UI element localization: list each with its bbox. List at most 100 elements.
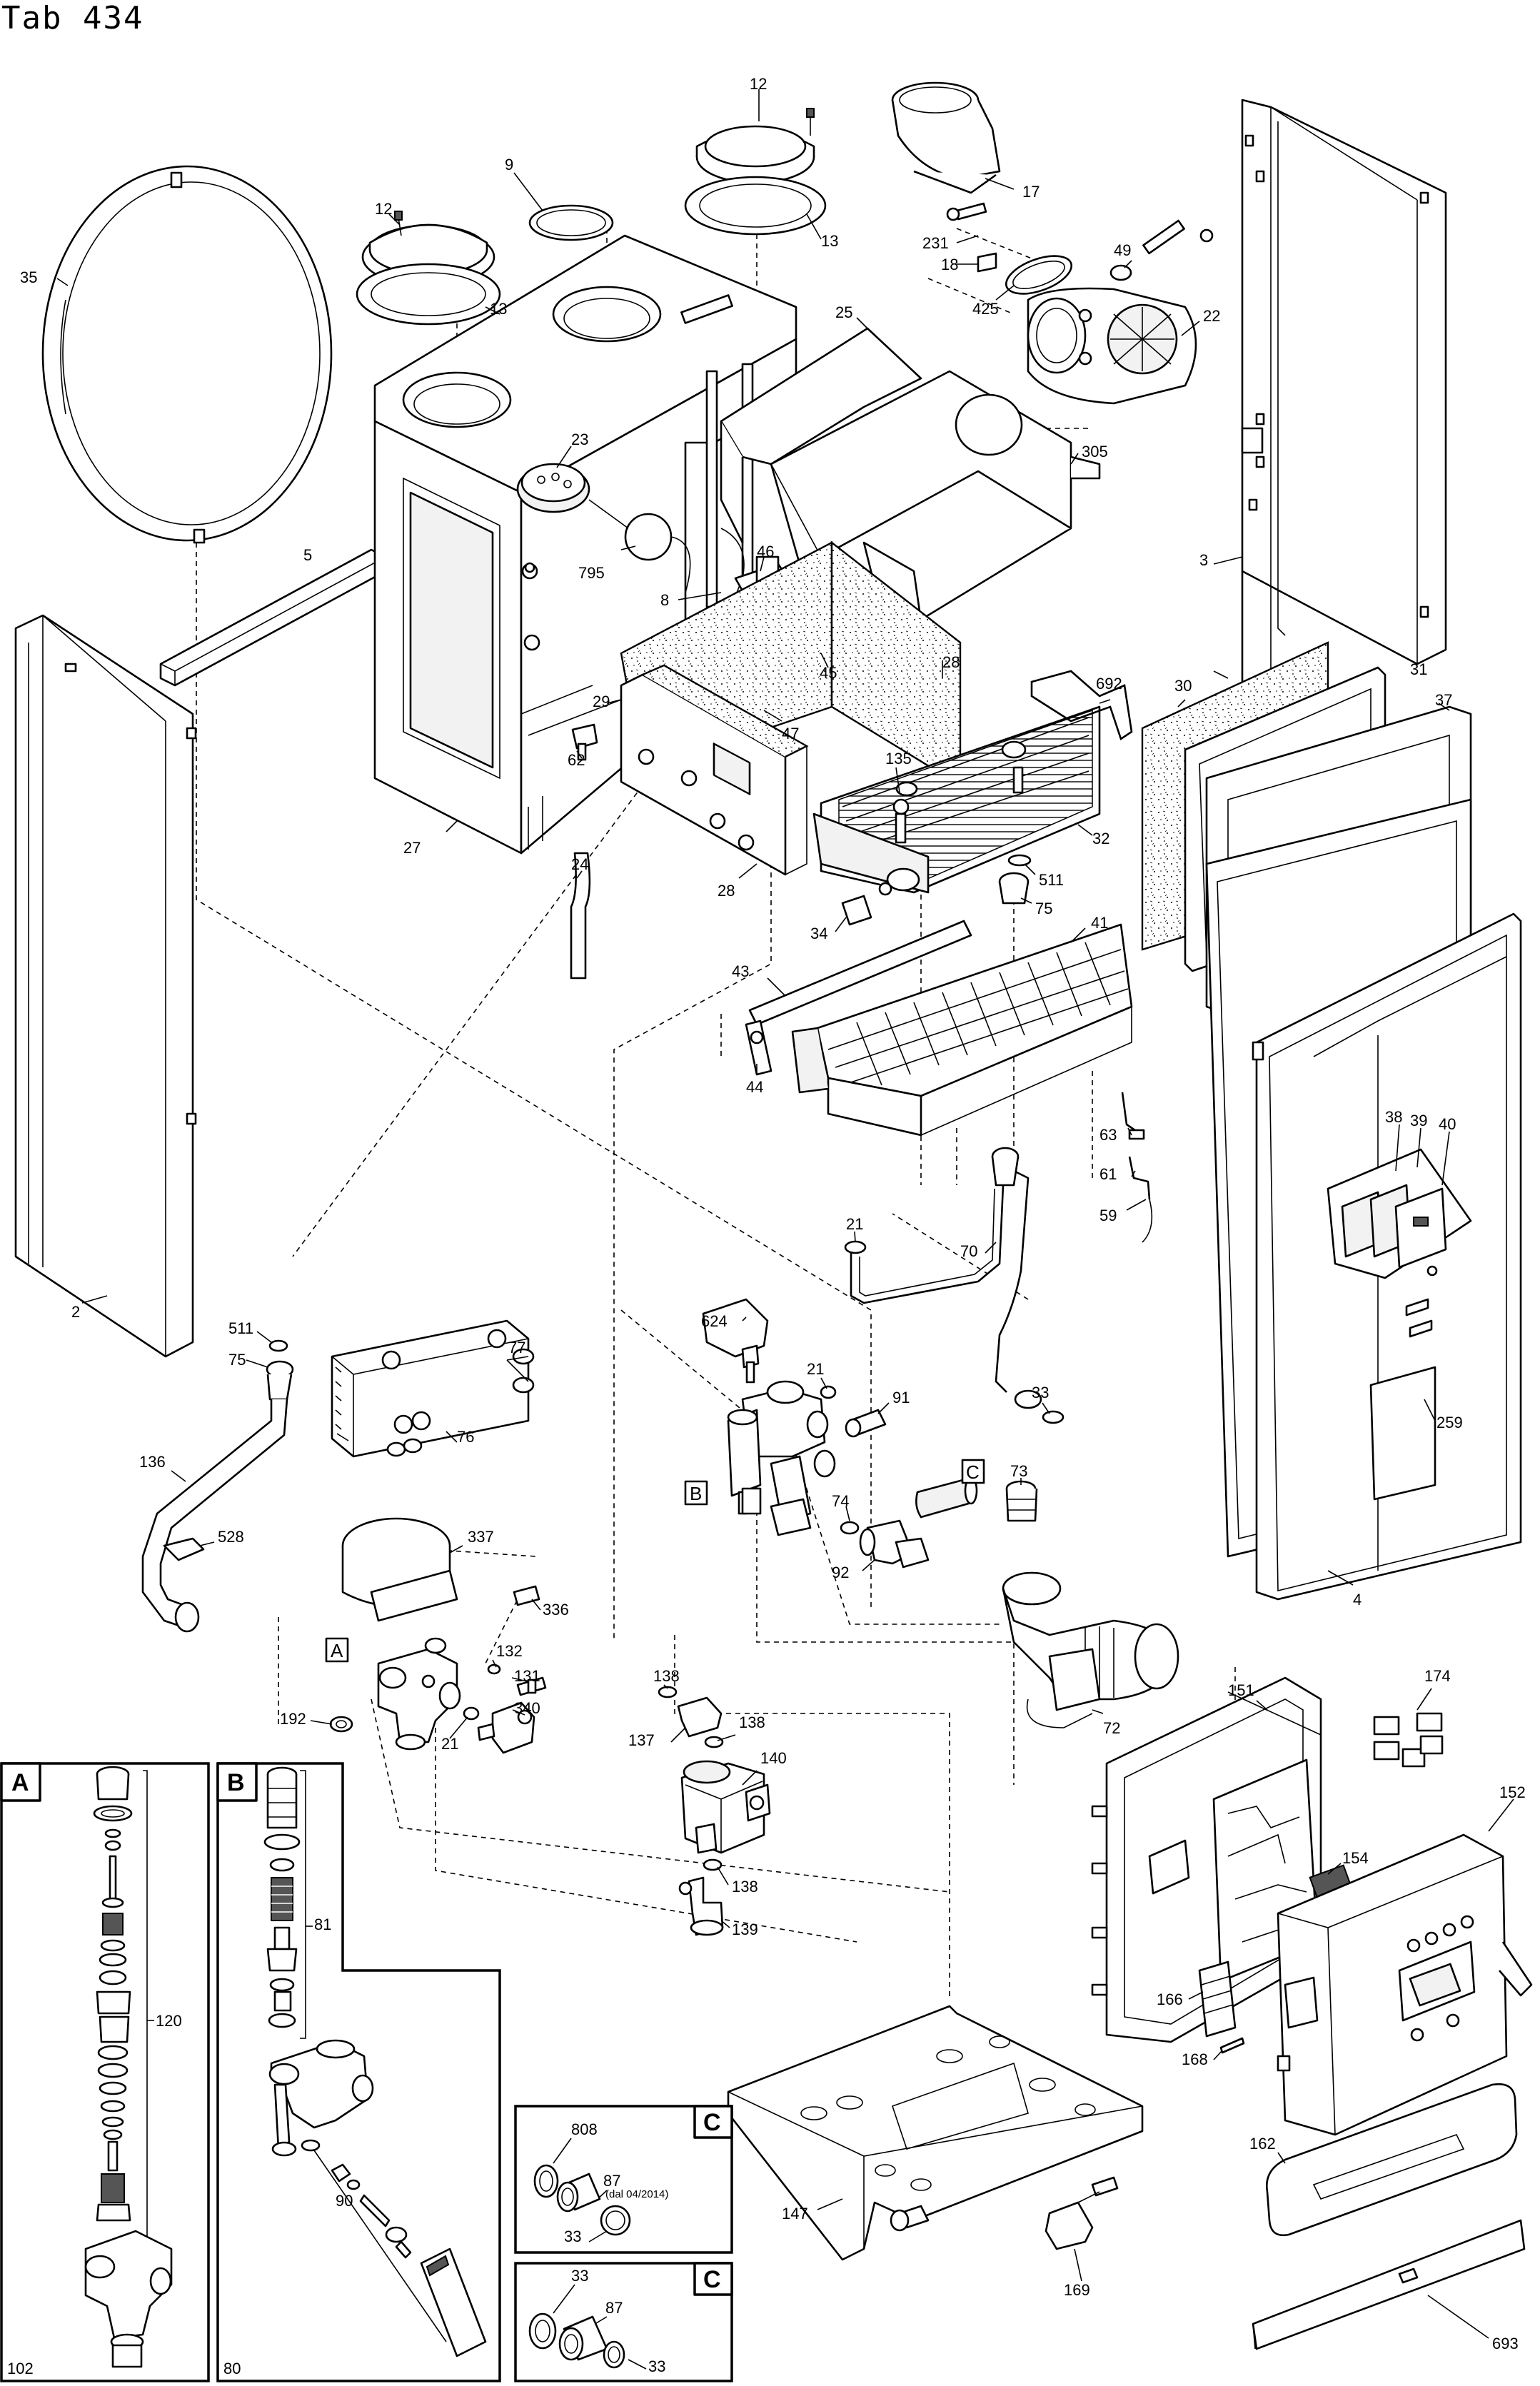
marker-b: B bbox=[690, 1483, 702, 1504]
callout-340: 340 bbox=[514, 1699, 540, 1717]
callout-9: 9 bbox=[505, 156, 513, 173]
gas-cock-139 bbox=[678, 1876, 724, 1936]
page-title: Tab 434 bbox=[1, 0, 144, 36]
main-heat-exchanger bbox=[812, 705, 1101, 894]
seal-ring-425 bbox=[1005, 255, 1073, 295]
inset-b-part-81: 81 bbox=[314, 1916, 331, 1933]
inset-a-part-120: 120 bbox=[156, 2012, 182, 2030]
inset-b-letter: B bbox=[227, 1769, 245, 1796]
gas-valve-140 bbox=[680, 1760, 771, 1854]
callout-166: 166 bbox=[1157, 1990, 1183, 2008]
cap-49 bbox=[1109, 264, 1132, 281]
callout-135: 135 bbox=[885, 750, 912, 767]
inset-a-letter: A bbox=[11, 1769, 29, 1796]
callout-28: 28 bbox=[942, 653, 960, 671]
callout-74: 74 bbox=[832, 1492, 849, 1510]
callout-21: 21 bbox=[807, 1360, 824, 1378]
callout-92: 92 bbox=[832, 1564, 849, 1581]
flue-cap-right bbox=[684, 108, 827, 236]
pipe-70 bbox=[844, 1147, 1042, 1409]
clip-528 bbox=[163, 1537, 205, 1561]
callout-46: 46 bbox=[757, 543, 774, 560]
callout-62: 62 bbox=[568, 751, 585, 769]
inset-c1-note: (dal 04/2014) bbox=[605, 2188, 668, 2200]
inset-c-upper: C 808 87 (dal 04/2014) 33 bbox=[514, 2105, 733, 2254]
washer-138a bbox=[658, 1686, 678, 1698]
callout-138: 138 bbox=[739, 1713, 765, 1731]
callout-31: 31 bbox=[1410, 660, 1427, 678]
base-trim-693 bbox=[1252, 2219, 1526, 2350]
inset-c2-letter: C bbox=[703, 2266, 721, 2293]
callout-labels: 12 9 12 13 13 35 17 231 18 425 49 22 25 … bbox=[20, 75, 1526, 2352]
clip-34 bbox=[841, 895, 872, 926]
side-panel-left bbox=[14, 614, 197, 1358]
sensors-63-61-59 bbox=[1121, 1092, 1153, 1243]
plate-heat-exchanger bbox=[331, 1319, 530, 1458]
callout-12: 12 bbox=[750, 75, 767, 93]
callout-795: 795 bbox=[578, 564, 605, 582]
callout-692: 692 bbox=[1096, 675, 1122, 693]
inset-c2-part-87: 87 bbox=[605, 2299, 623, 2317]
callout-18: 18 bbox=[941, 256, 958, 273]
callout-33: 33 bbox=[1032, 1384, 1049, 1401]
callout-44: 44 bbox=[746, 1078, 763, 1096]
wire-692 bbox=[1030, 670, 1133, 741]
flue-elbow bbox=[891, 81, 1001, 194]
callout-30: 30 bbox=[1174, 677, 1192, 695]
callout-528: 528 bbox=[218, 1528, 244, 1546]
callout-140: 140 bbox=[760, 1749, 787, 1767]
front-cover bbox=[1205, 798, 1522, 1601]
callout-37: 37 bbox=[1435, 691, 1452, 709]
pressure-sensor-340 bbox=[477, 1701, 535, 1754]
callout-39: 39 bbox=[1410, 1112, 1427, 1129]
front-trim-162 bbox=[1265, 2083, 1518, 2237]
screws-231-18 bbox=[946, 202, 1214, 273]
pressure-switch-624 bbox=[702, 1298, 769, 1384]
inset-b-part-80: 80 bbox=[223, 2360, 241, 2377]
flue-cap-left bbox=[356, 211, 501, 326]
callout-32: 32 bbox=[1092, 830, 1109, 847]
inset-c1-part-808: 808 bbox=[571, 2120, 598, 2138]
callout-38: 38 bbox=[1385, 1108, 1402, 1126]
callout-49: 49 bbox=[1114, 241, 1131, 259]
callout-162: 162 bbox=[1249, 2135, 1276, 2153]
burner bbox=[745, 920, 1133, 1137]
o-ring-74 bbox=[840, 1521, 860, 1535]
inset-c2-part-33: 33 bbox=[571, 2267, 588, 2285]
marker-a: A bbox=[331, 1640, 343, 1661]
callout-40: 40 bbox=[1439, 1115, 1456, 1133]
inset-c1-part-87: 87 bbox=[603, 2172, 620, 2190]
inset-c2-part-33b: 33 bbox=[648, 2357, 665, 2375]
drain-valve-91 bbox=[845, 1409, 887, 1438]
callout-45: 45 bbox=[820, 664, 837, 682]
fan bbox=[1027, 287, 1197, 405]
callout-77: 77 bbox=[508, 1339, 525, 1356]
callout-13: 13 bbox=[490, 300, 507, 318]
gas-pipe bbox=[570, 852, 591, 980]
callout-169: 169 bbox=[1064, 2281, 1090, 2299]
callout-17: 17 bbox=[1022, 183, 1040, 201]
control-panel-152 bbox=[1277, 1833, 1533, 2136]
callout-138: 138 bbox=[732, 1878, 758, 1896]
callout-41: 41 bbox=[1091, 914, 1108, 932]
inset-c1-part-33: 33 bbox=[564, 2228, 581, 2245]
callout-168: 168 bbox=[1182, 2050, 1208, 2068]
connectors-174 bbox=[1373, 1712, 1444, 1768]
leader-lines bbox=[56, 89, 1514, 2339]
callout-35: 35 bbox=[20, 268, 37, 286]
o-ring-511-lower bbox=[268, 1339, 288, 1352]
callout-305: 305 bbox=[1082, 443, 1108, 460]
o-ring-77b bbox=[512, 1376, 535, 1394]
callout-22: 22 bbox=[1203, 307, 1220, 325]
clip-336 bbox=[513, 1585, 540, 1606]
callout-43: 43 bbox=[732, 962, 749, 980]
mounting-rail bbox=[159, 548, 387, 687]
callout-231: 231 bbox=[922, 234, 949, 252]
washer-138c bbox=[703, 1858, 723, 1871]
circulation-pump bbox=[1002, 1571, 1179, 1728]
inset-c-lower: C 33 87 33 bbox=[514, 2262, 733, 2382]
callout-3: 3 bbox=[1199, 551, 1208, 569]
inset-b: B 80 81 90 bbox=[216, 1762, 501, 2382]
o-ring-9 bbox=[528, 204, 614, 241]
